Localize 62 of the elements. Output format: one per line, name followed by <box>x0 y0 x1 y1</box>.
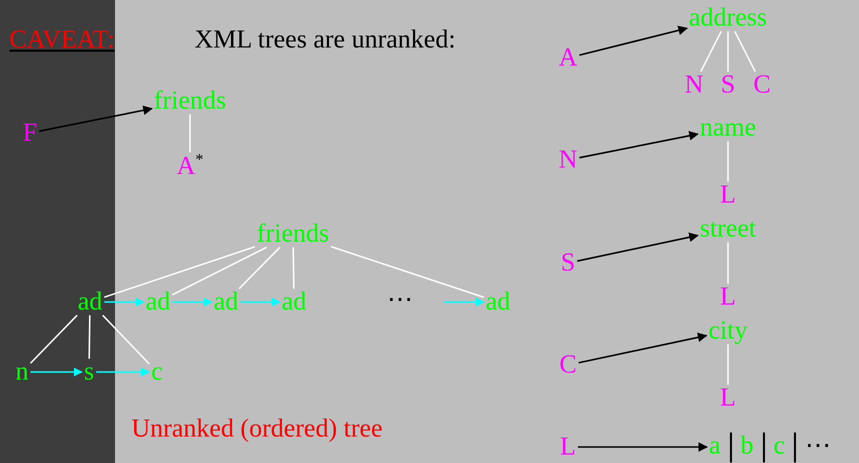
arrow <box>577 232 699 262</box>
nonterminal-symbol: S <box>560 248 576 278</box>
tree-branch-line <box>102 314 150 364</box>
tree-caption: Unranked (ordered) tree <box>131 414 383 444</box>
element-label: s <box>84 358 94 386</box>
nonterminal-symbol: L <box>720 384 736 412</box>
ellipsis: ⋯ <box>387 286 413 314</box>
tree-branch-line <box>330 246 484 298</box>
element-label: ad <box>146 288 170 316</box>
element-label: ad <box>214 288 238 316</box>
tree-branch-line <box>88 315 91 359</box>
tree-branch-line <box>104 246 256 298</box>
tree-branch-line <box>734 30 756 72</box>
nonterminal-symbol: N <box>558 146 578 174</box>
element-label: name <box>700 114 756 142</box>
nonterminal-symbol: L <box>560 432 576 462</box>
nonterminal-symbol: L <box>720 282 736 312</box>
arrow <box>579 131 699 158</box>
tree-branch-line <box>727 344 729 385</box>
tree-branch-line <box>727 141 729 182</box>
element-label: friends <box>256 220 330 248</box>
element-label: address <box>689 4 767 32</box>
tree-branch-line <box>238 246 280 290</box>
element-label: ad <box>486 288 510 316</box>
slide-title: XML trees are unranked: <box>194 26 456 54</box>
terminal-symbol: c <box>774 430 786 460</box>
nonterminal-symbol: C <box>753 70 771 100</box>
nonterminal-symbol: L <box>720 180 736 210</box>
arrow <box>444 298 485 306</box>
element-label: friends <box>154 86 226 116</box>
tree-branch-line <box>727 31 729 72</box>
element-label: ad <box>282 288 306 316</box>
nonterminal-symbol: C <box>559 350 577 380</box>
terminal-symbol: ⋯ <box>805 430 832 460</box>
arrow <box>104 298 145 306</box>
element-label: n <box>16 358 28 386</box>
terminal-symbol: b <box>740 430 754 460</box>
arrow <box>578 442 708 452</box>
nonterminal-symbol: A$^{*}$ <box>176 151 204 181</box>
arrow <box>30 368 83 376</box>
tree-branch-line <box>189 114 191 152</box>
tree-branch-line <box>30 314 78 364</box>
nonterminal-symbol: F <box>22 118 38 148</box>
tree-branch-line <box>727 242 729 284</box>
arrow <box>172 298 213 306</box>
arrow <box>39 106 153 132</box>
nonterminal-symbol: S <box>720 70 736 100</box>
terminal-symbol: a <box>708 430 720 460</box>
tree-branch-line <box>172 246 267 296</box>
arrow <box>578 332 708 364</box>
element-label: street <box>700 214 756 244</box>
tree-branch-line <box>292 247 295 289</box>
nonterminal-symbol: N <box>684 70 704 100</box>
nonterminal-symbol: A <box>558 44 578 72</box>
arrow <box>96 368 150 376</box>
tree-branch-line <box>700 30 722 72</box>
element-label: city <box>708 316 748 346</box>
element-label: c <box>151 358 163 386</box>
arrow <box>579 26 688 56</box>
element-label: ad <box>78 288 102 316</box>
caveat-heading: CAVEAT: <box>9 26 115 54</box>
arrow <box>240 298 281 306</box>
